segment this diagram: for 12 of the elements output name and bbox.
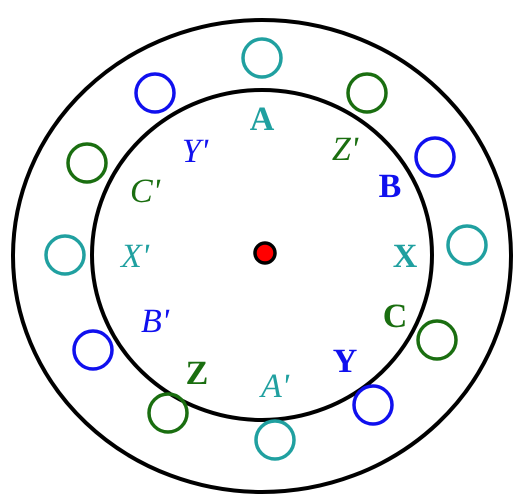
winding-label: X' bbox=[120, 238, 150, 275]
winding-label: X bbox=[392, 238, 418, 275]
winding-label: Z bbox=[186, 355, 208, 392]
winding-label: C bbox=[382, 298, 408, 335]
winding-label: B' bbox=[140, 303, 170, 340]
winding-label: Y bbox=[332, 343, 358, 380]
winding-label: B bbox=[378, 168, 402, 205]
winding-label: A' bbox=[260, 368, 290, 405]
winding-label: Z' bbox=[332, 131, 358, 168]
winding-label: Y' bbox=[182, 133, 208, 170]
winding-label: A bbox=[250, 101, 274, 138]
winding-label: C' bbox=[130, 173, 160, 210]
